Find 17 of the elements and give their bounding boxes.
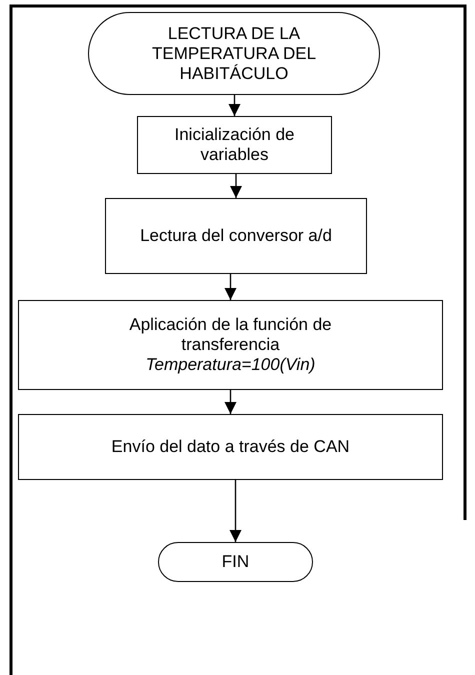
node-label: Inicialización de variables: [173, 125, 296, 165]
formula-text: Temperatura=100(Vin): [146, 355, 316, 375]
process-box: [105, 198, 367, 274]
node-label: Aplicación de la función de transferencia: [128, 315, 333, 355]
arrow: [224, 390, 236, 414]
terminator: [158, 542, 313, 582]
process-box: [18, 414, 443, 480]
node-label: Envío del dato a través de CAN: [111, 437, 350, 457]
node-label: LECTURA DE LA TEMPERATURA DEL HABITÁCULO: [150, 24, 318, 84]
arrow: [224, 274, 236, 300]
arrow: [230, 174, 242, 198]
process-box: [137, 116, 332, 174]
node-label: FIN: [222, 552, 250, 572]
arrow: [228, 95, 240, 116]
node-label: Lectura del conversor a/d: [140, 226, 332, 246]
arrow: [230, 480, 242, 542]
process-box: [18, 300, 443, 390]
